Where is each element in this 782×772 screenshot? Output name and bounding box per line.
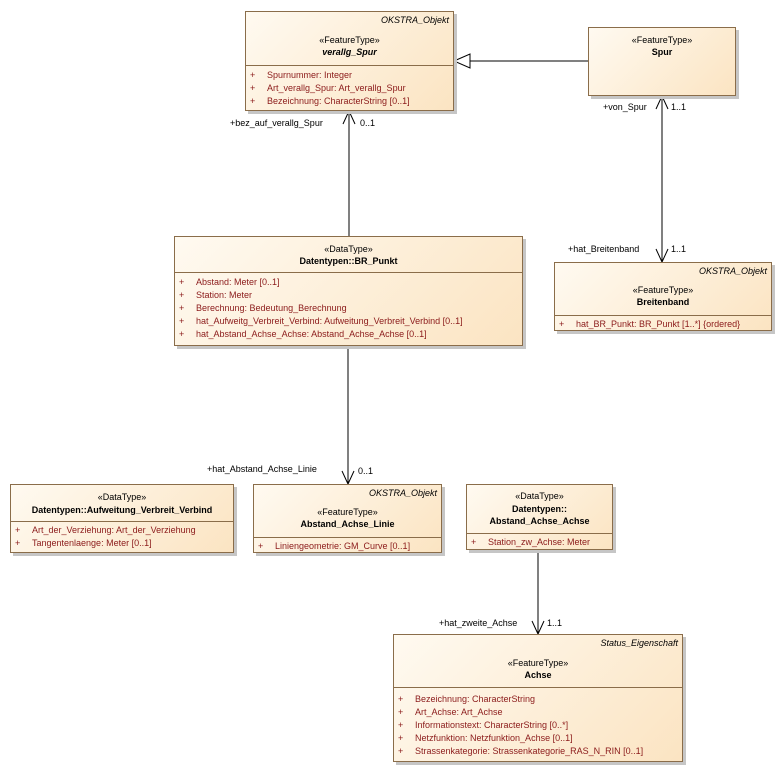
class-header: «DataType» Datentypen::Aufweitung_Verbre… (11, 485, 233, 522)
attribute: +Abstand: Meter [0..1] (179, 277, 280, 287)
role-label-von-spur: +von_Spur (603, 102, 647, 112)
attribute: +Art_der_Verziehung: Art_der_Verziehung (15, 525, 196, 535)
attribute: +Tangentenlaenge: Meter [0..1] (15, 538, 152, 548)
class-header: «DataType» Datentypen:: Abstand_Achse_Ac… (467, 485, 612, 534)
multiplicity-label-hat-breitenband: 1..1 (671, 244, 687, 254)
class-stereotype: «FeatureType» (317, 507, 378, 517)
class-aufweitung-verbreit-verbind[interactable]: «DataType» Datentypen::Aufweitung_Verbre… (10, 484, 234, 553)
class-stereotype: «DataType» (515, 491, 564, 501)
attribute-list: +Liniengeometrie: GM_Curve [0..1] (254, 538, 441, 553)
class-stereotype: «DataType» (97, 492, 147, 502)
class-header: OKSTRA_Objekt «FeatureType» Abstand_Achs… (254, 485, 441, 538)
attribute-list: +Bezeichnung: CharacterString +Art_Achse… (394, 688, 682, 758)
class-stereotype: «FeatureType» (507, 658, 569, 668)
class-stereotype: «DataType» (324, 244, 373, 254)
attribute: +Bezeichnung: CharacterString [0..1] (250, 96, 410, 106)
class-abstand-achse-linie[interactable]: OKSTRA_Objekt «FeatureType» Abstand_Achs… (253, 484, 442, 553)
class-name: Abstand_Achse_Linie (300, 519, 395, 529)
class-context: OKSTRA_Objekt (368, 488, 437, 498)
association-arrowhead-bez-auf-verallg-spur (342, 109, 356, 125)
class-name-line-2: Abstand_Achse_Achse (489, 516, 590, 526)
attribute: +Strassenkategorie: Strassenkategorie_RA… (398, 746, 644, 756)
role-label-hat-zweite-achse: +hat_zweite_Achse (439, 618, 518, 628)
class-breitenband[interactable]: OKSTRA_Objekt «FeatureType» Breitenband … (554, 262, 772, 331)
attribute: +Spurnummer: Integer (250, 70, 353, 80)
class-stereotype: «FeatureType» (632, 285, 694, 295)
attribute: +Station_zw_Achse: Meter (471, 537, 591, 547)
class-name: Breitenband (636, 297, 690, 307)
class-header: «DataType» Datentypen::BR_Punkt (175, 237, 522, 273)
class-name: Datentypen::Aufweitung_Verbreit_Verbind (31, 505, 213, 515)
attribute-list: +Abstand: Meter [0..1] +Station: Meter +… (175, 273, 522, 341)
attribute: +hat_Abstand_Achse_Achse: Abstand_Achse_… (179, 329, 427, 339)
attribute: +hat_BR_Punkt: BR_Punkt [1..*] {ordered} (559, 319, 741, 329)
class-context: Status_Eigenschaft (600, 638, 678, 648)
class-abstand-achse-achse[interactable]: «DataType» Datentypen:: Abstand_Achse_Ac… (466, 484, 613, 550)
class-stereotype: «FeatureType» (631, 35, 693, 45)
attribute: +Bezeichnung: CharacterString (398, 694, 536, 704)
attribute: +Netzfunktion: Netzfunktion_Achse [0..1] (398, 733, 573, 743)
multiplicity-label-hat-zweite-achse: 1..1 (547, 618, 563, 628)
association-arrowhead-von-spur (655, 94, 669, 110)
attribute: +Informationstext: CharacterString [0..*… (398, 720, 569, 730)
class-verallg-spur[interactable]: OKSTRA_Objekt «FeatureType» verallg_Spur… (245, 11, 454, 111)
class-header: OKSTRA_Objekt «FeatureType» Breitenband (555, 263, 771, 316)
class-spur[interactable]: «FeatureType» Spur (588, 27, 736, 96)
multiplicity-label-von-spur: 1..1 (671, 102, 687, 112)
attribute: +Art_verallg_Spur: Art_verallg_Spur (250, 83, 406, 93)
attribute-list: +Station_zw_Achse: Meter (467, 534, 612, 549)
attribute-list: +hat_BR_Punkt: BR_Punkt [1..*] {ordered} (555, 316, 771, 331)
attribute-list: +Spurnummer: Integer +Art_verallg_Spur: … (246, 66, 453, 108)
class-name: verallg_Spur (322, 47, 377, 57)
role-label-bez-auf-verallg-spur: +bez_auf_verallg_Spur (230, 118, 323, 128)
class-name-line-1: Datentypen:: (511, 504, 567, 514)
class-context: OKSTRA_Objekt (380, 15, 449, 25)
multiplicity-label-hat-abstand-achse-linie: 0..1 (358, 466, 374, 476)
class-stereotype: «FeatureType» (319, 35, 380, 45)
attribute: +Station: Meter (179, 290, 253, 300)
class-name: Datentypen::BR_Punkt (299, 256, 398, 266)
attribute: +hat_Aufweitg_Verbreit_Verbind: Aufweitu… (179, 316, 463, 326)
class-br-punkt[interactable]: «DataType» Datentypen::BR_Punkt +Abstand… (174, 236, 523, 346)
attribute-list: +Art_der_Verziehung: Art_der_Verziehung … (11, 522, 233, 550)
role-label-hat-abstand-achse-linie: +hat_Abstand_Achse_Linie (207, 464, 317, 474)
role-label-hat-breitenband: +hat_Breitenband (568, 244, 640, 254)
class-achse[interactable]: Status_Eigenschaft «FeatureType» Achse +… (393, 634, 683, 762)
generalization-arrowhead (452, 53, 471, 69)
class-header: Status_Eigenschaft «FeatureType» Achse (394, 635, 682, 688)
class-header: OKSTRA_Objekt «FeatureType» verallg_Spur (246, 12, 453, 66)
attribute: +Liniengeometrie: GM_Curve [0..1] (258, 541, 411, 551)
attribute: +Berechnung: Bedeutung_Berechnung (179, 303, 347, 313)
class-header: «FeatureType» Spur (589, 28, 735, 95)
class-context: OKSTRA_Objekt (698, 266, 767, 276)
attribute: +Art_Achse: Art_Achse (398, 707, 503, 717)
class-name: Spur (651, 47, 673, 57)
class-name: Achse (524, 670, 552, 680)
multiplicity-label-bez-auf-verallg-spur: 0..1 (360, 118, 376, 128)
